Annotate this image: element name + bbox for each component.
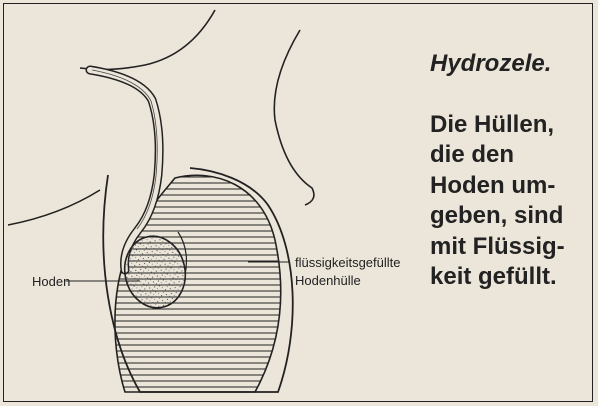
label-fluid-sac-line1: flüssigkeitsgefüllte <box>295 254 401 271</box>
label-fluid-sac-line2: Hodenhülle <box>295 272 361 289</box>
caption: Hydrozele. Die Hüllen, die den Hoden um-… <box>430 18 596 323</box>
label-testis: Hoden <box>32 273 70 290</box>
groin-contour <box>80 10 215 69</box>
penis-contour <box>274 30 314 205</box>
caption-text: Die Hüllen, die den Hoden um- geben, sin… <box>430 110 596 293</box>
thigh-contour <box>8 190 100 225</box>
caption-title: Hydrozele. <box>430 49 596 80</box>
